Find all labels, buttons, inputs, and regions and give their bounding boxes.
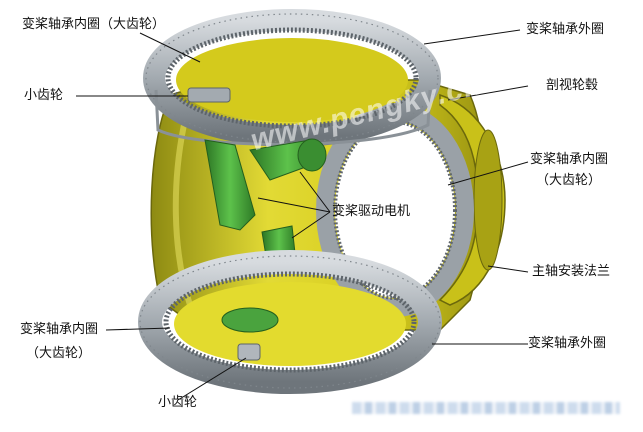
label-pinion-bottom: 小齿轮 [158, 395, 198, 410]
label-inner-ring-right-1: 变桨轴承内圈 [530, 152, 609, 167]
label-pitch-motor: 变桨驱动电机 [332, 204, 411, 219]
bottom-pinion-gear [237, 343, 261, 361]
label-outer-ring-top: 变桨轴承外圈 [526, 22, 605, 37]
top-pinion-gear [187, 87, 231, 103]
label-hub-section: 剖视轮毂 [546, 78, 599, 93]
label-inner-ring-bottom-2: （大齿轮） [26, 346, 92, 361]
label-inner-ring-bottom-1: 变桨轴承内圈 [20, 322, 99, 337]
label-inner-ring-top: 变桨轴承内圈（大齿轮） [22, 17, 166, 32]
label-outer-ring-bottom: 变桨轴承外圈 [528, 336, 607, 351]
blurred-footer-text [352, 402, 620, 414]
label-inner-ring-right-2: （大齿轮） [536, 173, 602, 188]
label-pinion-top: 小齿轮 [24, 88, 64, 103]
leader-lines [76, 29, 529, 401]
bottom-pitch-bearing [138, 250, 442, 394]
main-shaft-flange [438, 93, 506, 306]
label-main-flange: 主轴安装法兰 [532, 264, 611, 279]
